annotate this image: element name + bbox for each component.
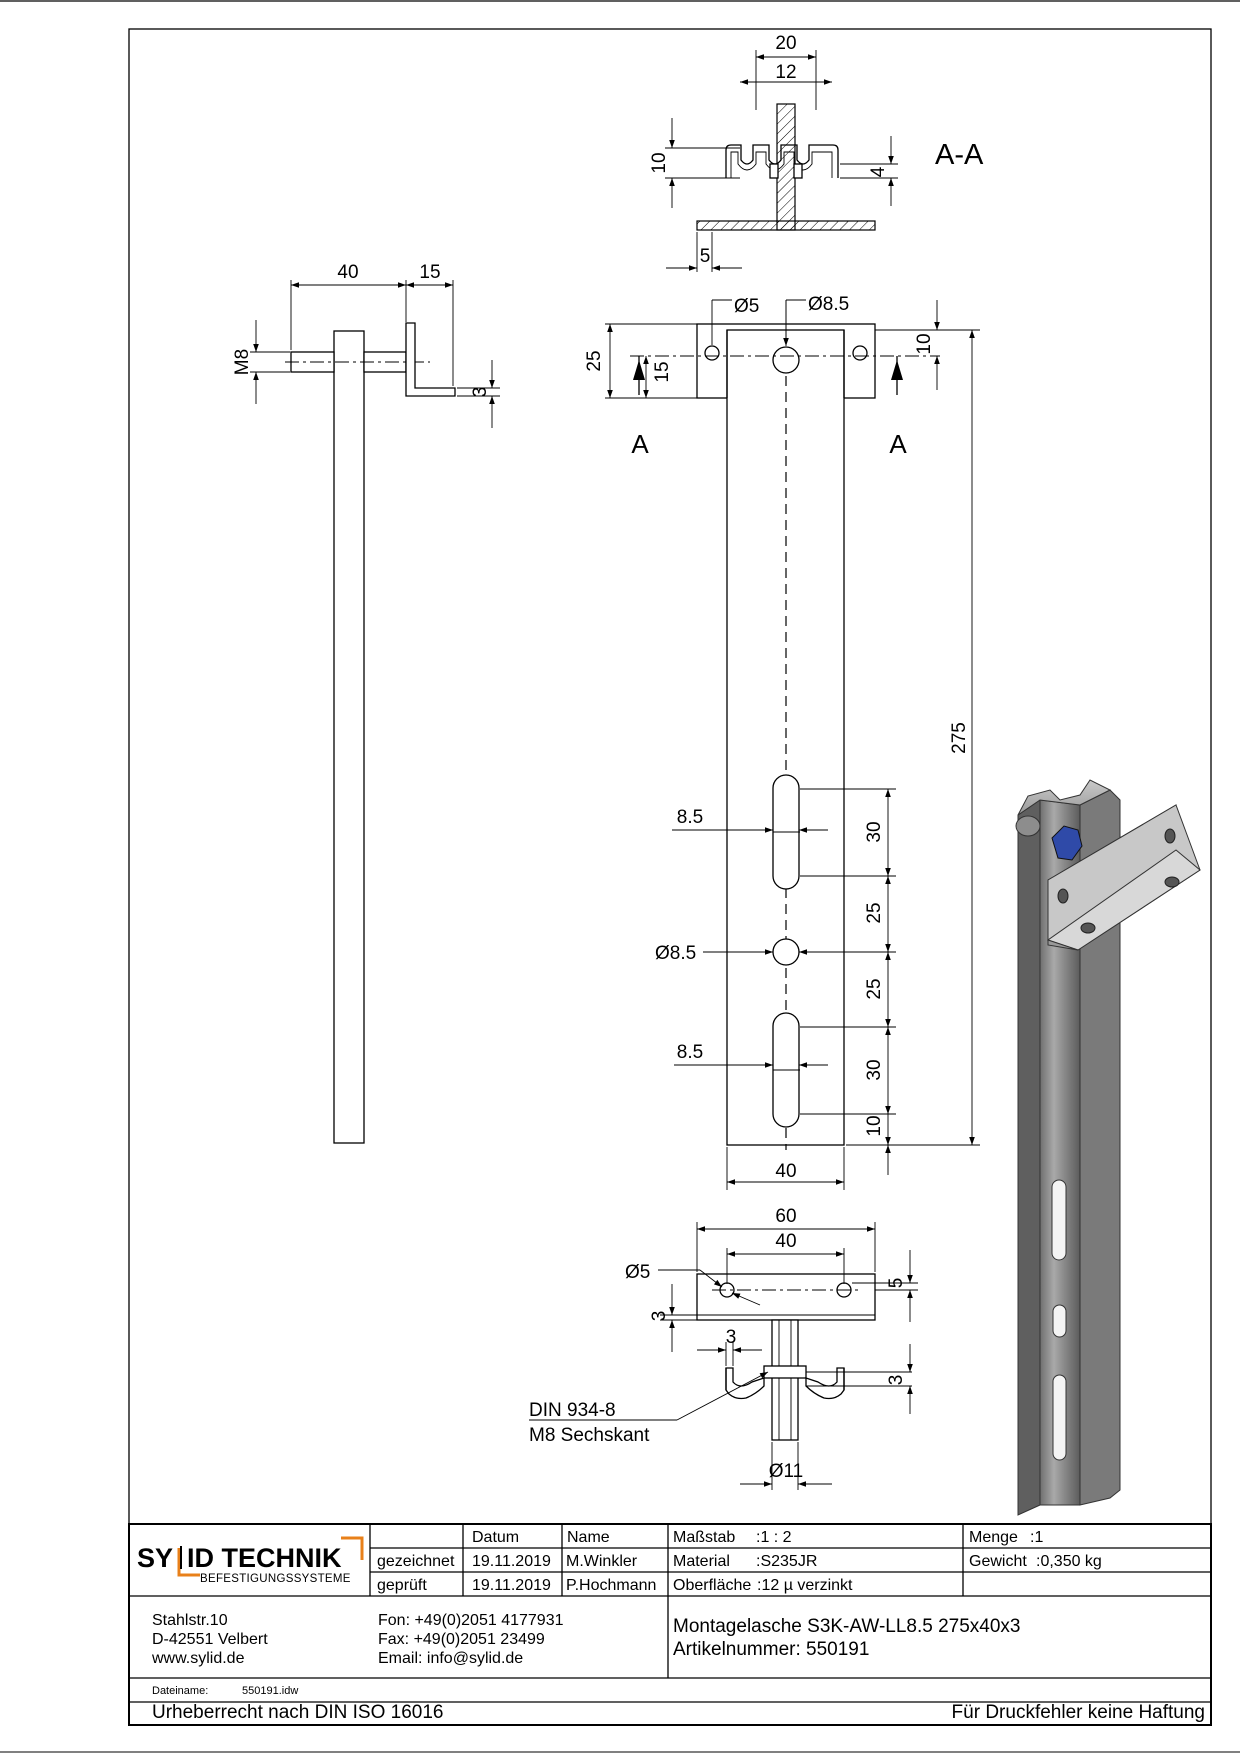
dim-section-height: 10 [649, 152, 670, 173]
product-title: Montagelasche S3K-AW-LL8.5 275x40x3 [673, 1616, 1021, 1637]
label-nut-type: M8 Sechskant [529, 1425, 650, 1446]
section-label: A-A [935, 139, 984, 171]
label-nut-standard: DIN 934-8 [529, 1400, 616, 1421]
scale-value: :1 : 2 [756, 1529, 792, 1546]
dim-top-view-width: 60 [775, 1206, 796, 1227]
dim-side-thickness: 3 [470, 387, 491, 398]
title-block: SY ID TECHNIK BEFESTIGUNGSSYSTEME Datum … [128, 1523, 1212, 1726]
dim-slot-len-1: 30 [864, 821, 885, 842]
front-view: Ø5 Ø8.5 25 15 10 A A 275 30 [584, 294, 980, 1190]
row-checked-name: P.Hochmann [566, 1577, 656, 1594]
row-drawn-date: 19.11.2019 [472, 1553, 551, 1570]
dim-side-offset: 15 [419, 262, 440, 283]
copyright-notice: Urheberrecht nach DIN ISO 16016 [152, 1702, 444, 1723]
address-web: www.sylid.de [151, 1650, 245, 1667]
dim-section-lip: 4 [868, 166, 889, 177]
dim-front-hole-small: Ø5 [734, 296, 759, 317]
isometric-render [1015, 779, 1201, 1516]
dim-top-view-holes: 40 [775, 1231, 796, 1252]
article-number: Artikelnummer: 550191 [673, 1639, 869, 1660]
side-view: 40 15 M8 3 [232, 262, 500, 1144]
dim-top-view-hole: Ø5 [625, 1262, 650, 1283]
section-a-a-view: 20 12 10 4 A-A 5 [649, 33, 984, 272]
weight-value: :0,350 kg [1036, 1553, 1102, 1570]
header-name: Name [567, 1529, 610, 1546]
dim-front-hole-large: Ø8.5 [808, 294, 849, 315]
dim-front-total: 275 [949, 722, 970, 754]
material-value: :S235JR [756, 1553, 817, 1570]
dim-nut-width: 3 [726, 1327, 737, 1348]
contact-fax: Fax: +49(0)2051 23499 [378, 1631, 545, 1648]
dim-bolt-dia: Ø11 [769, 1461, 804, 1482]
dim-section-top-inner: 12 [775, 62, 796, 83]
dim-side-thread: M8 [232, 349, 253, 375]
material-label: Material [673, 1553, 730, 1570]
row-drawn-name: M.Winkler [566, 1553, 638, 1570]
dim-slot-len-2: 30 [864, 1059, 885, 1080]
filename-label: Dateiname: [152, 1685, 208, 1697]
top-view: 60 40 Ø5 5 3 3 3 Ø11 DIN 934-8 [529, 1206, 918, 1490]
dim-top-view-thickness: 3 [649, 1311, 670, 1322]
row-checked-label: geprüft [377, 1577, 427, 1594]
logo-subtitle: BEFESTIGUNGSSYSTEME [200, 1573, 351, 1585]
logo-text-left: SY [137, 1543, 173, 1573]
company-logo: SY ID TECHNIK BEFESTIGUNGSSYSTEME [137, 1536, 364, 1585]
contact-phone: Fon: +49(0)2051 4177931 [378, 1612, 564, 1629]
dim-front-height: 25 [584, 350, 605, 371]
disclaimer-notice: Für Druckfehler keine Haftung [952, 1702, 1205, 1723]
row-checked-date: 19.11.2019 [472, 1577, 551, 1594]
surface-label: Oberfläche [673, 1577, 751, 1594]
dim-side-length: 40 [337, 262, 358, 283]
weight-label: Gewicht [969, 1553, 1027, 1570]
address-street: Stahlstr.10 [152, 1612, 228, 1629]
address-city: D-42551 Velbert [152, 1631, 268, 1648]
section-marker-right: A [889, 429, 907, 459]
surface-value: :12 µ verzinkt [757, 1577, 853, 1594]
filename-value: 550191.idw [242, 1685, 298, 1697]
row-drawn-label: gezeichnet [377, 1553, 455, 1570]
dim-slot-width-1: 8.5 [677, 807, 703, 828]
logo-text-right: ID TECHNIK [187, 1543, 342, 1573]
dim-front-width: 40 [775, 1161, 796, 1182]
dim-center-hole: Ø8.5 [655, 943, 696, 964]
dim-bottom-edge: 10 [864, 1115, 885, 1136]
dim-section-top-width: 20 [775, 33, 796, 54]
quantity-label: Menge [969, 1529, 1018, 1546]
dim-front-top-edge: 10 [914, 333, 935, 354]
dim-top-view-hole-offset: 5 [886, 1278, 907, 1289]
dim-section-plate: 5 [700, 246, 711, 267]
scale-label: Maßstab [673, 1529, 735, 1546]
contact-email: Email: info@sylid.de [378, 1650, 523, 1667]
quantity-value: :1 [1030, 1529, 1043, 1546]
dim-gap-2: 25 [864, 978, 885, 999]
dim-front-hole-pos: 15 [652, 361, 673, 382]
dim-gap-1: 25 [864, 902, 885, 923]
section-marker-left: A [631, 429, 649, 459]
header-datum: Datum [472, 1529, 519, 1546]
dim-slot-width-2: 8.5 [677, 1042, 703, 1063]
dim-nut-height: 3 [886, 1375, 907, 1386]
